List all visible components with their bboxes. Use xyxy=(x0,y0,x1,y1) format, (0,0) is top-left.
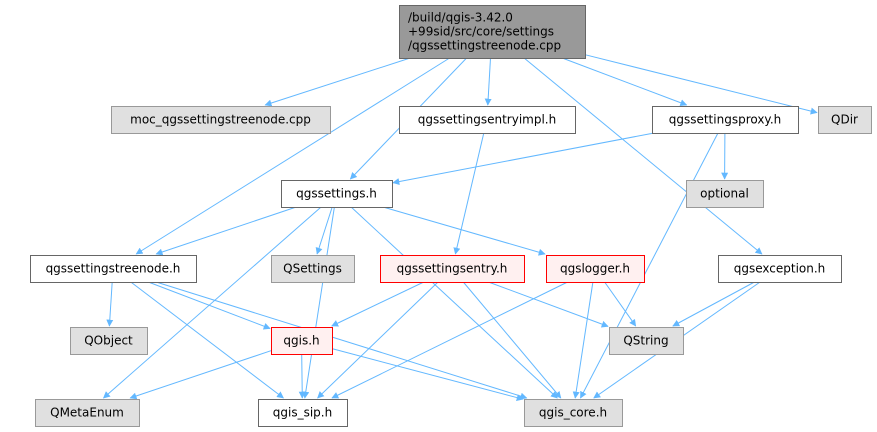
edge-settings-to-logger xyxy=(382,206,546,256)
node-box xyxy=(258,399,348,427)
node-exception[interactable]: qgsexception.h xyxy=(718,255,842,283)
edge-entryimpl-to-entry xyxy=(453,132,485,255)
node-box xyxy=(30,255,197,283)
node-label: QSettings xyxy=(283,262,342,276)
edge-qgis-to-qgissip xyxy=(298,353,306,399)
node-box xyxy=(271,327,333,355)
node-qsettings: QSettings xyxy=(271,255,355,283)
node-label: optional xyxy=(700,187,749,201)
edge-root-to-entryimpl xyxy=(484,57,492,106)
node-optional: optional xyxy=(686,180,764,208)
edge-treenode-to-qgiscore xyxy=(155,281,528,400)
node-qdir: QDir xyxy=(818,106,872,134)
node-label: /build/qgis-3.42.0 xyxy=(408,11,513,25)
node-qgiscore: qgis_core.h xyxy=(524,399,623,427)
edge-treenode-to-qobject xyxy=(106,281,114,327)
edge-logger-to-qstring xyxy=(604,281,637,327)
edge-root-to-proxy xyxy=(562,57,688,107)
node-label: qgis_core.h xyxy=(539,406,607,420)
edge-settings-to-qsettings xyxy=(315,206,333,255)
node-label: qgis_sip.h xyxy=(273,406,332,420)
edge-entry-to-qstring xyxy=(488,281,609,328)
node-qgis[interactable]: qgis.h xyxy=(271,327,333,355)
node-box xyxy=(524,399,623,427)
node-label: +99sid/src/core/settings xyxy=(408,25,554,39)
edge-entry-to-qgiscore xyxy=(462,281,562,399)
node-label: qgssettingsproxy.h xyxy=(669,113,782,127)
edge-qgis-to-qmetaenum xyxy=(129,350,272,400)
node-box xyxy=(718,255,842,283)
node-label: qgssettingstreenode.h xyxy=(46,262,181,276)
node-settings[interactable]: qgssettings.h xyxy=(281,180,393,208)
node-label: QString xyxy=(623,334,668,348)
node-box xyxy=(281,180,393,208)
edge-entry-to-qgissip xyxy=(317,281,439,399)
node-box xyxy=(546,255,645,283)
node-label: qgssettingsentryimpl.h xyxy=(418,113,556,127)
edge-proxy-to-settings xyxy=(392,132,655,185)
edge-treenode-to-qgis xyxy=(148,281,271,330)
node-qmetaenum: QMetaEnum xyxy=(35,399,140,427)
file-nodes: /build/qgis-3.42.0+99sid/src/core/settin… xyxy=(30,5,872,427)
node-entry[interactable]: qgssettingsentry.h xyxy=(380,255,525,283)
node-box xyxy=(271,255,355,283)
node-label: QObject xyxy=(84,334,133,348)
edge-root-to-moc xyxy=(264,57,411,107)
edge-settings-to-qgiscore xyxy=(350,206,558,399)
edge-root-to-treenode xyxy=(135,57,450,255)
node-box xyxy=(686,180,764,208)
node-box xyxy=(652,106,799,134)
edge-qgis-to-qgiscore xyxy=(331,348,524,401)
node-logger[interactable]: qgslogger.h xyxy=(546,255,645,283)
node-label: qgssettings.h xyxy=(296,187,377,201)
node-treenode[interactable]: qgssettingstreenode.h xyxy=(30,255,197,283)
edge-logger-to-qgissip xyxy=(331,281,568,399)
edge-logger-to-qgiscore xyxy=(572,281,594,399)
edge-settings-to-qgissip xyxy=(302,206,335,399)
node-label: qgsexception.h xyxy=(734,262,826,276)
edge-root-to-exception xyxy=(523,57,763,255)
node-qstring: QString xyxy=(609,327,684,355)
node-label: QDir xyxy=(831,113,858,127)
node-box xyxy=(111,106,331,134)
node-qobject: QObject xyxy=(70,327,148,355)
node-box xyxy=(399,106,576,134)
node-root[interactable]: /build/qgis-3.42.0+99sid/src/core/settin… xyxy=(399,5,586,59)
edge-exception-to-qstring xyxy=(672,281,755,327)
edge-settings-to-treenode xyxy=(155,206,297,256)
node-box xyxy=(380,255,525,283)
node-label: qgis.h xyxy=(283,334,319,348)
edge-entry-to-qgis xyxy=(331,281,425,327)
node-entryimpl[interactable]: qgssettingsentryimpl.h xyxy=(399,106,576,134)
node-proxy[interactable]: qgssettingsproxy.h xyxy=(652,106,799,134)
dependency-edges xyxy=(102,54,818,401)
node-box xyxy=(70,327,148,355)
node-label: /qgssettingstreenode.cpp xyxy=(408,39,561,53)
edge-settings-to-qmetaenum xyxy=(102,206,322,399)
node-label: moc_qgssettingstreenode.cpp xyxy=(130,113,311,127)
edge-root-to-qdir xyxy=(584,54,818,115)
node-label: qgssettingsentry.h xyxy=(397,262,508,276)
node-label: QMetaEnum xyxy=(50,406,124,420)
node-box xyxy=(609,327,684,355)
node-box xyxy=(818,106,872,134)
edge-treenode-to-qgissip xyxy=(130,281,284,399)
node-moc: moc_qgssettingstreenode.cpp xyxy=(111,106,331,134)
node-box xyxy=(35,399,140,427)
edge-proxy-to-qgiscore xyxy=(580,132,719,399)
node-label: qgslogger.h xyxy=(560,262,630,276)
node-qgissip[interactable]: qgis_sip.h xyxy=(258,399,348,427)
node-box xyxy=(399,5,586,59)
